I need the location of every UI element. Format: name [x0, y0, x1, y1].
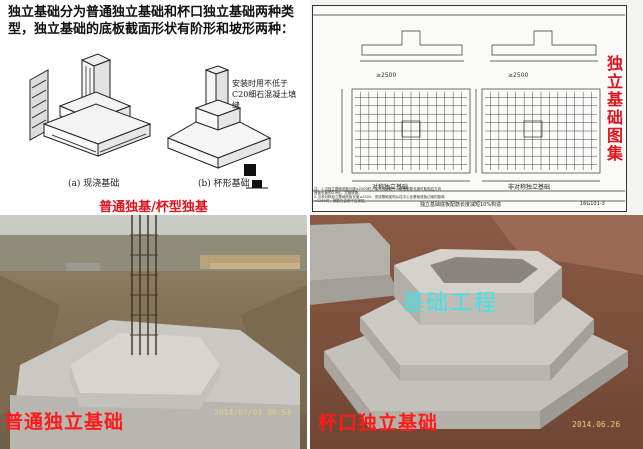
foundation-types-panel: 独立基础分为普通独立基础和杯口独立基础两种类型，独立基础的底板截面形状有阶形和坡…: [0, 0, 307, 215]
intro-text: 独立基础分为普通独立基础和杯口独立基础两种类型，独立基础的底板截面形状有阶形和坡…: [8, 5, 295, 37]
standard-drawing-panel: ≥2500 ≥2500 对称独立基础 非对称独立基础 注：1.当独立基础底板长度…: [310, 0, 643, 215]
cup-foundation-photo: 基础工程 2014.06.26 杯口独立基础: [310, 215, 643, 449]
atlas-title: 独立基础图集: [606, 54, 623, 163]
caption-b: (b) 杯形基础: [198, 179, 250, 189]
right-drawing-caption: 非对称独立基础: [508, 184, 551, 191]
cup-foundation-label: 杯口独立基础: [318, 412, 439, 434]
ordinary-foundation-photo: 2014/07/03 09:53 普通独立基础: [0, 215, 307, 449]
left-drawing-caption: 对称独立基础: [372, 184, 409, 191]
photo-timestamp-right: 2014.06.26: [572, 420, 621, 429]
foundation-works-overlay: 基础工程: [402, 291, 499, 316]
dim-left: ≥2500: [376, 72, 397, 79]
cup-foundation-sketch: [166, 65, 272, 189]
foundation-sketches: [29, 53, 272, 189]
rebar-layout-drawing: [312, 14, 625, 202]
construction-site-photo: [0, 215, 307, 449]
caption-a: (a) 现浇基础: [68, 179, 120, 189]
cast-in-place-sketch: [29, 53, 152, 157]
photo-timestamp: 2014/07/03 09:53: [214, 408, 292, 417]
cup-foundation-site-photo: [310, 215, 643, 449]
drawing-title-bar: 独立基础底板配筋长度减短10%构造: [420, 202, 502, 208]
dim-right: ≥2500: [508, 72, 529, 79]
filler-note: 安装时用不低于C20细石混凝土填缝: [232, 79, 297, 110]
sheet-number: 16G101-3: [580, 201, 605, 207]
drawing-notes: 注：1.当独立基础底板长度≥2500时，除外侧钢筋外，底板配筋长度可取相应方向 …: [314, 187, 445, 203]
ordinary-foundation-label: 普通独立基础: [4, 411, 125, 433]
foundation-type-label: 普通独基/杯型独基: [99, 200, 208, 215]
